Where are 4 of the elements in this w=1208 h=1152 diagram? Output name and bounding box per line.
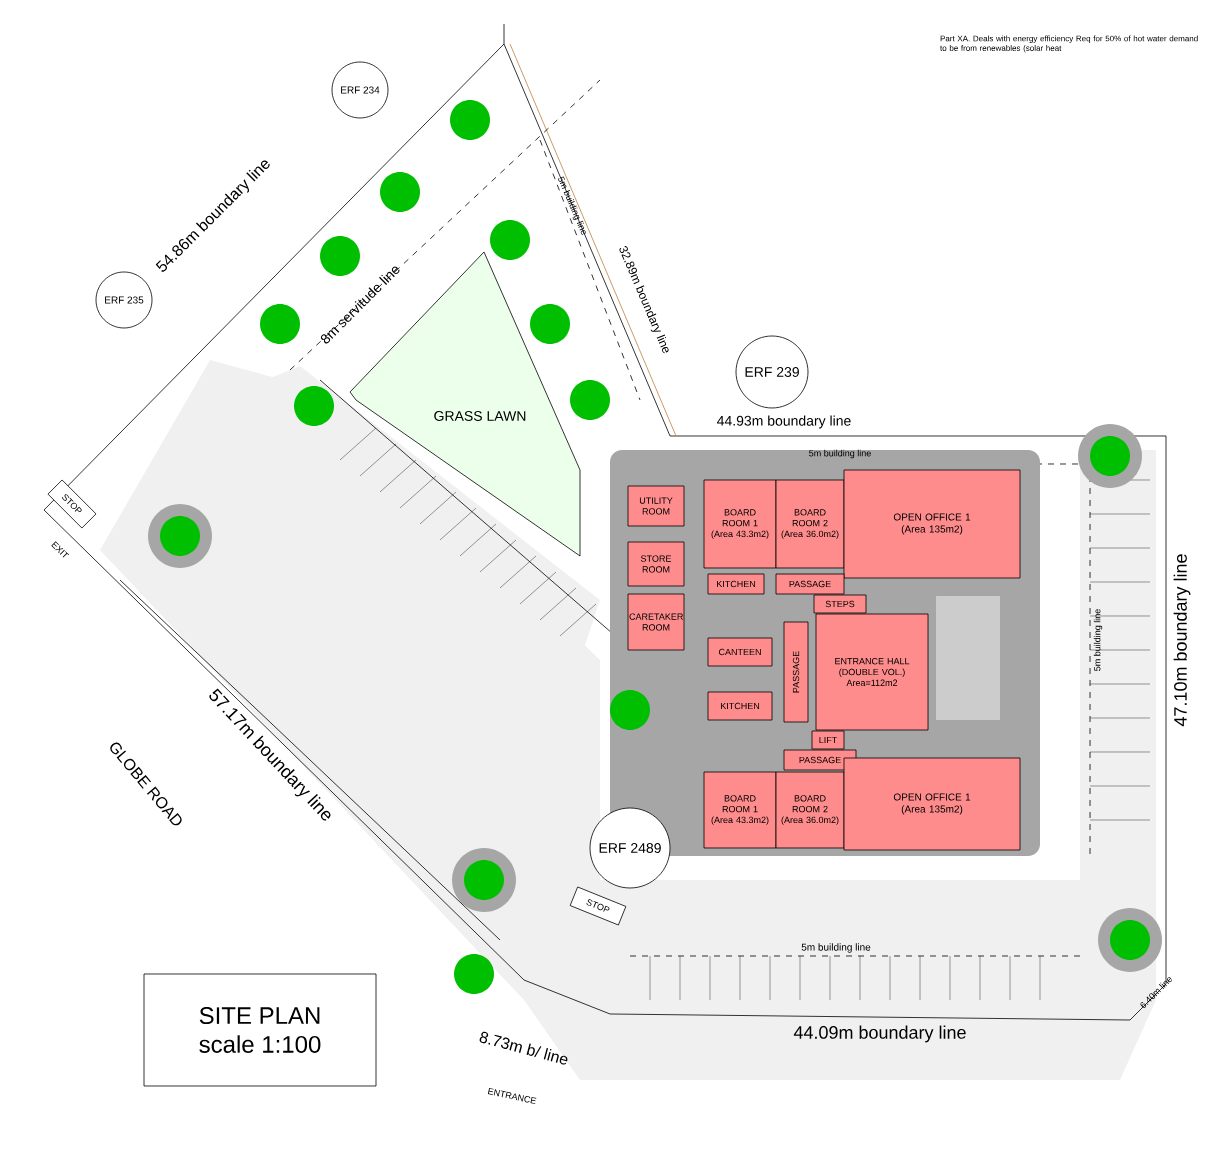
- plan-label: 44.09m boundary line: [793, 1025, 966, 1043]
- plan-label: 47.10m boundary line: [1173, 554, 1191, 727]
- plan-label: 8.73m b/ line: [479, 1031, 568, 1065]
- title-box: SITE PLAN scale 1:100: [143, 973, 377, 1087]
